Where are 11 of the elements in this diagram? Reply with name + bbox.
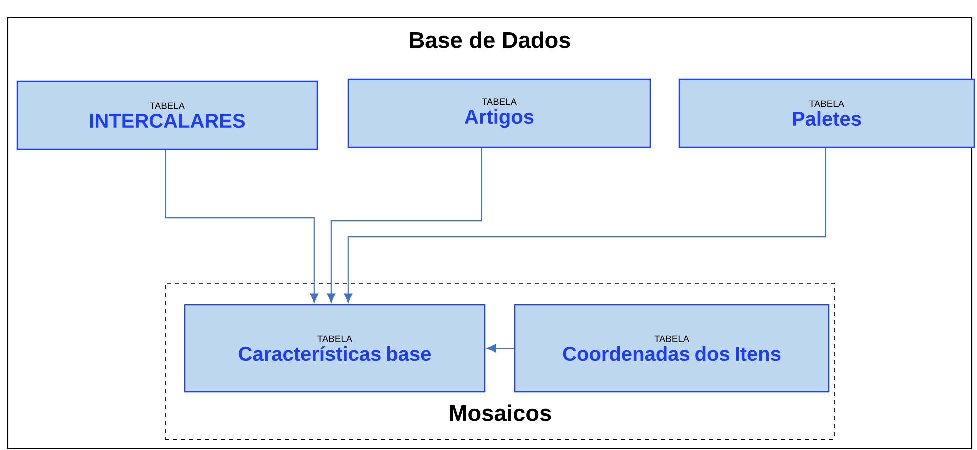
table-box: TABELA Paletes bbox=[678, 78, 976, 148]
arrow bbox=[165, 150, 319, 304]
table-box: TABELA INTERCALARES bbox=[16, 80, 318, 150]
table-box: TABELA Características base bbox=[184, 304, 486, 393]
table-box: TABELA Coordenadas dos Itens bbox=[514, 304, 830, 393]
table-box: TABELA Artigos bbox=[348, 78, 652, 148]
heading: Base de Dados bbox=[410, 32, 570, 48]
heading: Mosaicos bbox=[450, 404, 552, 422]
arrow bbox=[344, 148, 826, 304]
arrow bbox=[486, 344, 514, 353]
arrow bbox=[327, 148, 482, 304]
